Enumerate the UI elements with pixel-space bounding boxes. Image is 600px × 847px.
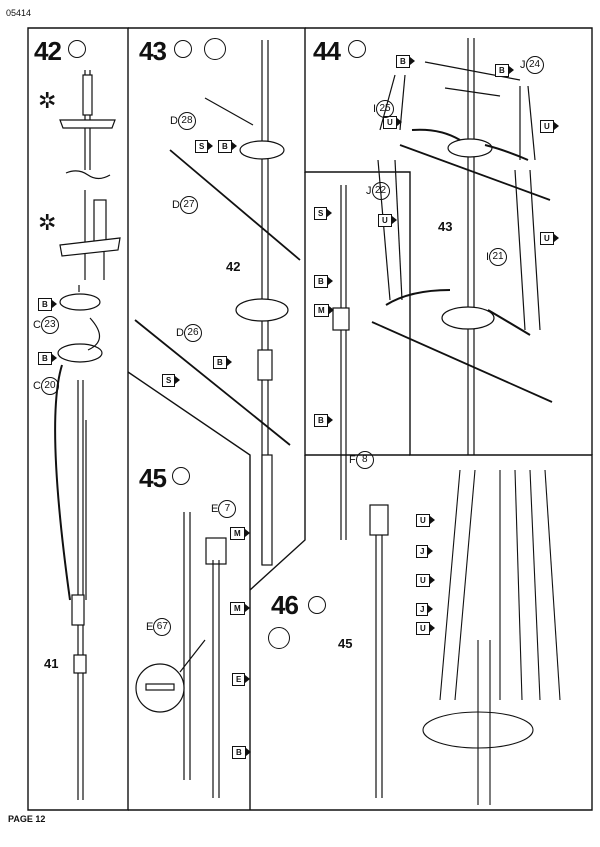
clock-icon: [268, 627, 290, 649]
page-number: PAGE 12: [8, 814, 46, 824]
step-number-45: 45: [139, 463, 167, 493]
tag-u: U: [416, 618, 435, 636]
tag-m: M: [314, 300, 334, 318]
step46-art: [332, 185, 389, 798]
detail-art: [422, 469, 561, 805]
tag-b: B: [38, 294, 57, 312]
tag-u: U: [540, 228, 559, 246]
panel-border-45: [127, 371, 251, 810]
star-wheel-icon: ✲: [38, 210, 57, 235]
glue-brush-icon: [308, 596, 326, 614]
tag-u: U: [383, 112, 402, 130]
glue-brush-icon: [174, 40, 192, 58]
part-number-42: 42: [226, 259, 241, 274]
step-number-42: 42: [34, 36, 62, 66]
part-number-43: 43: [438, 219, 453, 234]
step-number-44: 44: [313, 36, 341, 66]
part-number-41: 41: [44, 656, 59, 671]
step43-art: [134, 40, 301, 566]
panel-borders: [128, 27, 593, 811]
step45-art: [135, 512, 227, 798]
glue-brush-icon: [68, 40, 86, 58]
tag-u: U: [416, 510, 435, 528]
tag-e: E: [232, 669, 251, 687]
tag-b: B: [314, 410, 333, 428]
tag-u: U: [378, 210, 397, 228]
tag-s: S: [314, 203, 333, 221]
tag-j: J: [416, 541, 435, 559]
tag-b: B: [495, 60, 514, 78]
tag-b: B: [314, 271, 333, 289]
tag-m: M: [230, 523, 250, 541]
part-number-45: 45: [338, 636, 353, 651]
tag-u: U: [416, 570, 435, 588]
tag-u: U: [540, 116, 559, 134]
clock-icon: [204, 38, 226, 60]
tag-b: B: [218, 136, 237, 154]
step-number-46: 46: [271, 590, 299, 620]
tag-b: B: [213, 352, 232, 370]
star-wheel-icon: ✲: [38, 88, 57, 113]
tag-s: S: [195, 136, 214, 154]
step44-art: [371, 38, 553, 455]
step42-art: [54, 70, 121, 800]
glue-brush-icon: [348, 40, 366, 58]
tag-s: S: [162, 370, 181, 388]
document-number: 05414: [6, 8, 32, 18]
tag-m: M: [230, 598, 250, 616]
tag-b: B: [38, 348, 57, 366]
glue-brush-icon: [172, 467, 190, 485]
tag-j: J: [416, 599, 435, 617]
tag-b: B: [232, 742, 251, 760]
step-number-43: 43: [139, 36, 167, 66]
tag-b: B: [396, 51, 415, 69]
